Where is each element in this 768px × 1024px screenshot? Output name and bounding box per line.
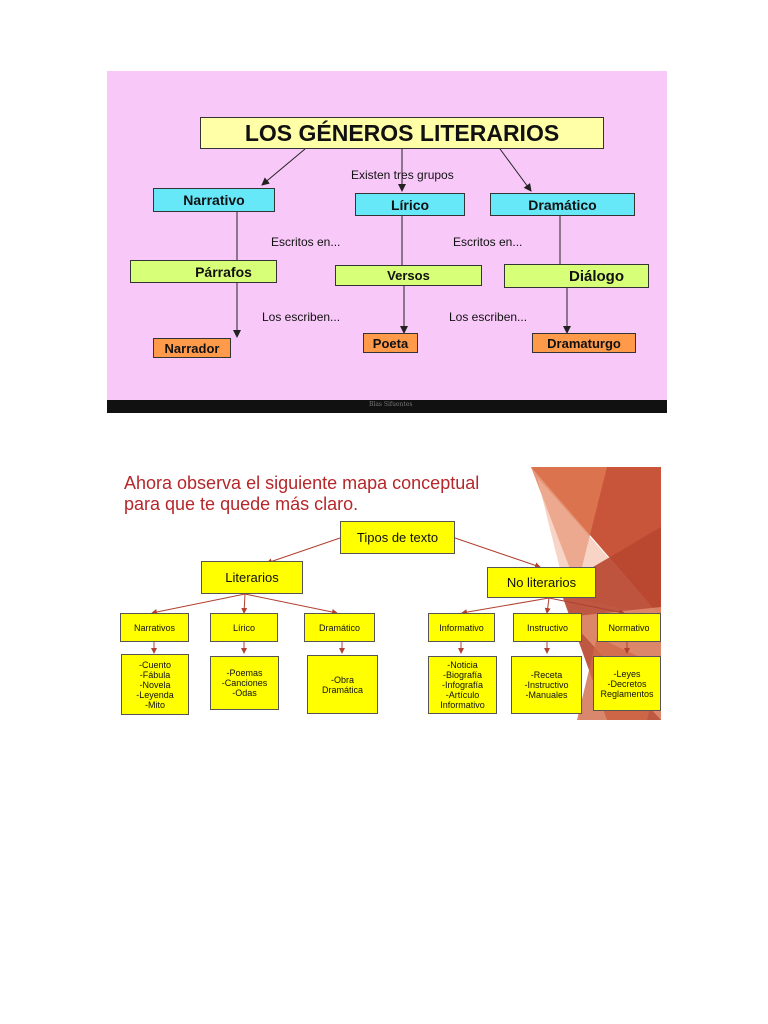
- examples-normativo: -Leyes -Decretos Reglamentos: [593, 656, 661, 711]
- genre-dramatico: Dramático: [490, 193, 635, 216]
- slide-heading: Ahora observa el siguiente mapa conceptu…: [124, 473, 479, 515]
- heading-line-2: para que te quede más claro.: [124, 494, 359, 514]
- type-instructivo: Instructivo: [513, 613, 582, 642]
- type-normativo: Normativo: [597, 613, 661, 642]
- genre-lirico: Lírico: [355, 193, 465, 216]
- written-in-label-right: Escritos en...: [453, 235, 523, 249]
- examples-instructivo: -Receta -Instructivo -Manuales: [511, 656, 582, 714]
- examples-informativo: -Noticia -Biografía -Infografía -Artícul…: [428, 656, 497, 714]
- genre-narrativo: Narrativo: [153, 188, 275, 212]
- author-narrador: Narrador: [153, 338, 231, 358]
- type-narrativos: Narrativos: [120, 613, 189, 642]
- author-poeta: Poeta: [363, 333, 418, 353]
- form-versos: Versos: [335, 265, 482, 286]
- generos-literarios-slide: LOS GÉNEROS LITERARIOS Existen tres grup…: [107, 71, 667, 413]
- written-in-label-left: Escritos en...: [271, 235, 341, 249]
- form-dialogo: Diálogo: [504, 264, 649, 288]
- examples-dramatico: -Obra Dramática: [307, 655, 378, 714]
- footer-text: Blas Sifuentes: [369, 401, 413, 408]
- form-parrafos: Párrafos: [130, 260, 277, 283]
- concept-map-connectors: [233, 148, 571, 338]
- type-lirico: Lírico: [210, 613, 278, 642]
- author-dramaturgo: Dramaturgo: [532, 333, 636, 353]
- subtitle-label: Existen tres grupos: [351, 168, 454, 182]
- branch-no-literarios: No literarios: [487, 567, 596, 598]
- heading-line-1: Ahora observa el siguiente mapa conceptu…: [124, 473, 480, 493]
- branch-literarios: Literarios: [201, 561, 303, 594]
- tipos-de-texto-slide: Ahora observa el siguiente mapa conceptu…: [107, 467, 661, 720]
- type-dramatico: Dramático: [304, 613, 375, 642]
- root-node: Tipos de texto: [340, 521, 455, 554]
- examples-narrativos: -Cuento -Fábula -Novela -Leyenda -Mito: [121, 654, 189, 715]
- type-informativo: Informativo: [428, 613, 495, 642]
- slide-footer: Blas Sifuentes: [107, 400, 667, 413]
- connectors: [151, 537, 630, 654]
- examples-lirico: -Poemas -Canciones -Odas: [210, 656, 279, 710]
- written-by-label-left: Los escriben...: [262, 310, 341, 324]
- written-by-label-right: Los escriben...: [449, 310, 528, 324]
- main-title: LOS GÉNEROS LITERARIOS: [200, 117, 604, 149]
